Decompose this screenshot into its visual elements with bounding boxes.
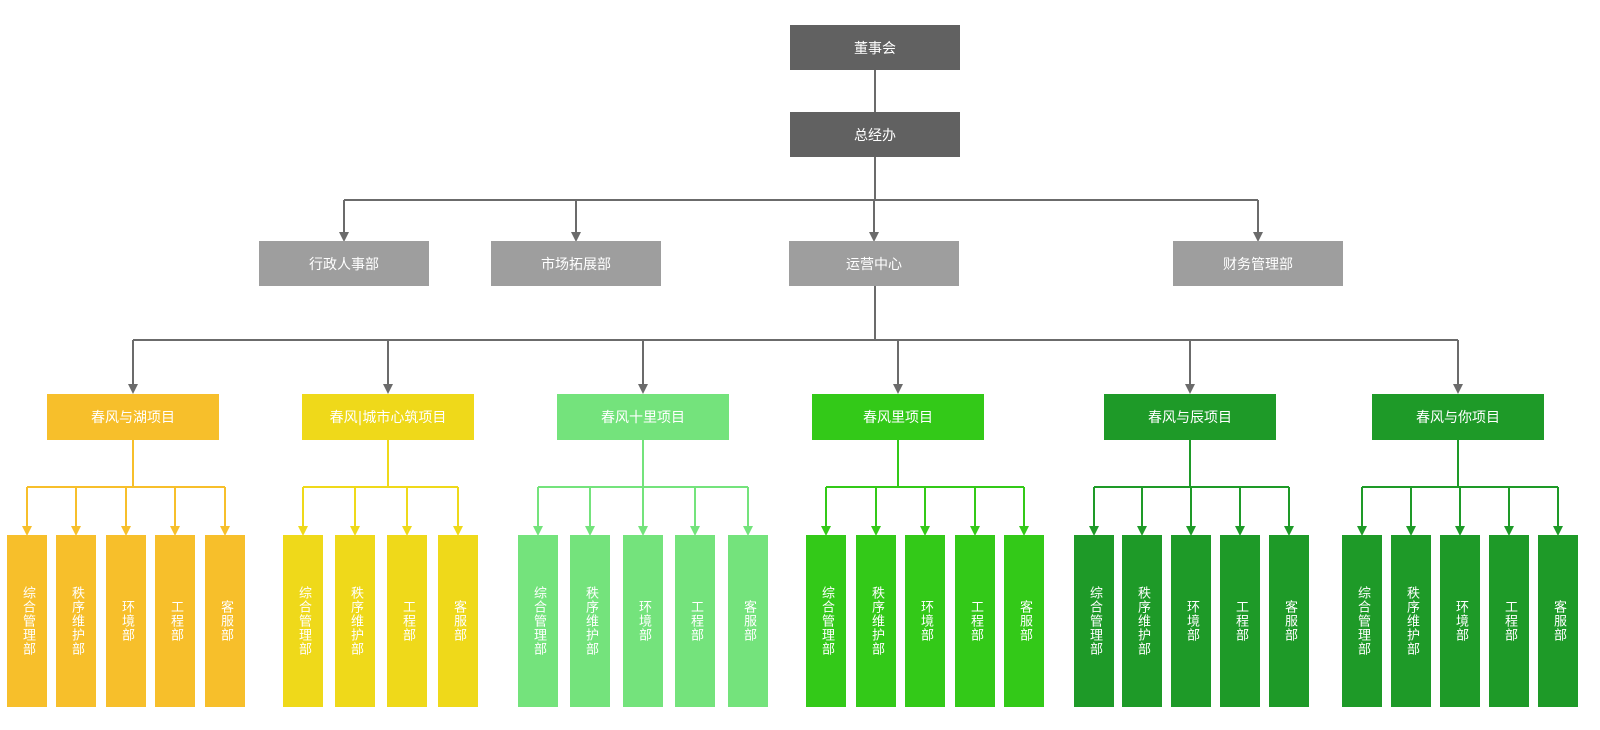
sub-dept-label: 环境部: [636, 600, 651, 642]
project-label: 春风与辰项目: [1148, 410, 1232, 426]
sub-dept-box: 工程部: [1220, 535, 1260, 707]
sub-dept-box: 客服部: [1538, 535, 1578, 707]
sub-dept-box: 客服部: [438, 535, 478, 707]
project-box: 春风与湖项目: [47, 394, 219, 440]
sub-dept-label: 综合管理部: [296, 586, 311, 656]
sub-dept-label: 工程部: [968, 600, 983, 642]
sub-dept-box: 秩序维护部: [856, 535, 896, 707]
sub-dept-label: 客服部: [1551, 600, 1566, 642]
sub-dept-box: 工程部: [955, 535, 995, 707]
sub-dept-box: 环境部: [1440, 535, 1480, 707]
gm-office-box: 总经办: [790, 112, 960, 157]
gm-office-label: 总经办: [854, 127, 896, 144]
sub-dept-label: 秩序维护部: [69, 586, 84, 656]
dept-finance-box: 财务管理部: [1173, 241, 1343, 286]
sub-dept-label: 秩序维护部: [583, 586, 598, 656]
sub-dept-label: 环境部: [918, 600, 933, 642]
sub-dept-label: 客服部: [451, 600, 466, 642]
sub-dept-box: 综合管理部: [806, 535, 846, 707]
sub-dept-label: 工程部: [688, 600, 703, 642]
sub-dept-box: 环境部: [1171, 535, 1211, 707]
sub-dept-box: 客服部: [728, 535, 768, 707]
sub-dept-box: 秩序维护部: [1391, 535, 1431, 707]
project-box: 春风十里项目: [557, 394, 729, 440]
sub-dept-box: 秩序维护部: [56, 535, 96, 707]
project-label: 春风里项目: [863, 410, 933, 426]
sub-dept-label: 工程部: [1502, 600, 1517, 642]
sub-dept-box: 环境部: [623, 535, 663, 707]
sub-dept-label: 秩序维护部: [1404, 586, 1419, 656]
dept-admin-hr-box: 行政人事部: [259, 241, 429, 286]
sub-dept-box: 综合管理部: [1342, 535, 1382, 707]
dept-label: 财务管理部: [1223, 256, 1293, 273]
sub-dept-box: 环境部: [106, 535, 146, 707]
sub-dept-label: 工程部: [1233, 600, 1248, 642]
sub-dept-label: 综合管理部: [819, 586, 834, 656]
sub-dept-box: 客服部: [1004, 535, 1044, 707]
sub-dept-box: 综合管理部: [283, 535, 323, 707]
sub-dept-label: 客服部: [1017, 600, 1032, 642]
sub-dept-box: 客服部: [205, 535, 245, 707]
project-box: 春风与辰项目: [1104, 394, 1276, 440]
sub-dept-label: 客服部: [741, 600, 756, 642]
sub-dept-box: 工程部: [155, 535, 195, 707]
dept-operations-box: 运营中心: [789, 241, 959, 286]
sub-dept-box: 综合管理部: [518, 535, 558, 707]
sub-dept-label: 环境部: [1453, 600, 1468, 642]
sub-dept-label: 秩序维护部: [348, 586, 363, 656]
dept-market-box: 市场拓展部: [491, 241, 661, 286]
sub-dept-label: 综合管理部: [1087, 586, 1102, 656]
dept-label: 行政人事部: [309, 256, 379, 273]
sub-dept-label: 客服部: [218, 600, 233, 642]
sub-dept-label: 环境部: [119, 600, 134, 642]
dept-label: 市场拓展部: [541, 256, 611, 273]
sub-dept-label: 综合管理部: [20, 586, 35, 656]
sub-dept-label: 秩序维护部: [1135, 586, 1150, 656]
project-box: 春风里项目: [812, 394, 984, 440]
sub-dept-label: 秩序维护部: [869, 586, 884, 656]
sub-dept-box: 秩序维护部: [1122, 535, 1162, 707]
sub-dept-box: 综合管理部: [1074, 535, 1114, 707]
sub-dept-label: 综合管理部: [531, 586, 546, 656]
sub-dept-label: 综合管理部: [1355, 586, 1370, 656]
dept-label: 运营中心: [846, 256, 902, 273]
sub-dept-box: 客服部: [1269, 535, 1309, 707]
project-label: 春风与湖项目: [91, 410, 175, 426]
project-box: 春风|城市心筑项目: [302, 394, 474, 440]
sub-dept-label: 客服部: [1282, 600, 1297, 642]
sub-dept-box: 工程部: [1489, 535, 1529, 707]
sub-dept-label: 工程部: [400, 600, 415, 642]
project-label: 春风|城市心筑项目: [329, 410, 447, 426]
sub-dept-label: 环境部: [1184, 600, 1199, 642]
sub-dept-box: 工程部: [387, 535, 427, 707]
project-box: 春风与你项目: [1372, 394, 1544, 440]
board-box: 董事会: [790, 25, 960, 70]
sub-dept-box: 综合管理部: [7, 535, 47, 707]
board-label: 董事会: [854, 40, 896, 57]
project-label: 春风与你项目: [1416, 410, 1500, 426]
sub-dept-box: 环境部: [905, 535, 945, 707]
sub-dept-label: 工程部: [168, 600, 183, 642]
sub-dept-box: 秩序维护部: [335, 535, 375, 707]
sub-dept-box: 工程部: [675, 535, 715, 707]
sub-dept-box: 秩序维护部: [570, 535, 610, 707]
project-label: 春风十里项目: [601, 410, 685, 426]
